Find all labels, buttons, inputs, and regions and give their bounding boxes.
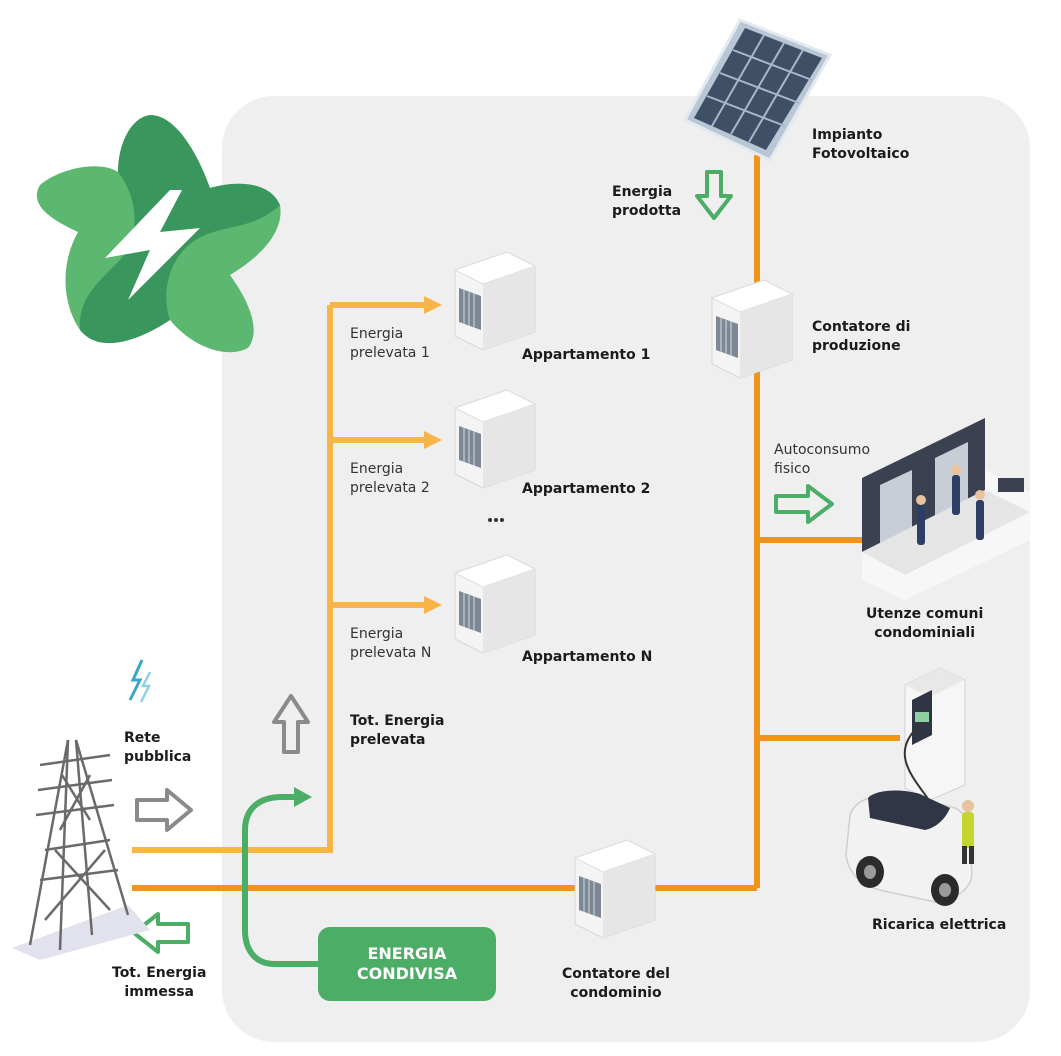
tot-immessa-arrow-icon bbox=[132, 912, 190, 954]
shared-energy-flow bbox=[242, 794, 318, 967]
rete-pubblica-arrow-icon bbox=[135, 788, 193, 832]
electric-meter-icon-appartamento-1 bbox=[454, 251, 536, 351]
shared-energy-arrow bbox=[294, 787, 312, 807]
production-arrow-icon bbox=[695, 170, 733, 220]
ricarica-elettrica-label: Ricarica elettrica bbox=[872, 917, 1007, 933]
appartamento-1-label: Appartamento 1 bbox=[522, 347, 651, 363]
ev-charger-icon bbox=[903, 667, 966, 821]
tot-energia-immessa-label: Tot. Energia immessa bbox=[112, 965, 207, 1000]
electric-meter-icon-appartamento-n bbox=[454, 554, 536, 654]
lightning-icon bbox=[128, 659, 152, 703]
arrow-to-appartamento-n bbox=[424, 596, 442, 614]
power-pylon-icon bbox=[12, 739, 150, 960]
energia-condivisa-box: ENERGIA CONDIVISA bbox=[318, 927, 496, 1001]
rete-pubblica-label: Rete pubblica bbox=[124, 730, 192, 765]
green-star-lightning-logo bbox=[36, 115, 281, 353]
energia-prelevata-2-label: Energia prelevata 2 bbox=[350, 461, 430, 496]
impianto-fotovoltaico-label: Impianto Fotovoltaico bbox=[812, 127, 910, 162]
apartment-distribution-tree bbox=[132, 302, 425, 853]
autoconsumo-fisico-label: Autoconsumo fisico bbox=[774, 442, 871, 477]
electric-meter-icon-produzione bbox=[711, 279, 793, 379]
electric-meter-icon-appartamento-2 bbox=[454, 389, 536, 489]
lobby-elevator-icon bbox=[862, 418, 1030, 600]
energia-prodotta-label: Energia prodotta bbox=[612, 184, 682, 219]
energia-prelevata-n-label: Energia prelevata N bbox=[350, 626, 432, 661]
ellipsis-dots bbox=[488, 518, 504, 522]
tot-prelevata-arrow-icon bbox=[272, 694, 310, 754]
autoconsumo-arrow-icon bbox=[774, 484, 834, 524]
energia-prelevata-1-label: Energia prelevata 1 bbox=[350, 326, 430, 361]
utenze-comuni-label: Utenze comuni condominiali bbox=[866, 606, 984, 641]
tot-energia-prelevata-label: Tot. Energia prelevata bbox=[350, 713, 445, 748]
electric-car-icon bbox=[845, 790, 974, 906]
contatore-condominio-label: Contatore del condominio bbox=[562, 966, 670, 1001]
electric-meter-icon-condominio bbox=[574, 839, 656, 939]
energia-condivisa-label: ENERGIA CONDIVISA bbox=[356, 944, 458, 983]
contatore-produzione-label: Contatore di produzione bbox=[812, 319, 911, 354]
community-panel bbox=[222, 96, 1030, 1042]
production-distribution-lines bbox=[132, 155, 900, 891]
arrow-to-appartamento-1 bbox=[424, 296, 442, 314]
appartamento-2-label: Appartamento 2 bbox=[522, 481, 651, 497]
arrow-to-appartamento-2 bbox=[424, 431, 442, 449]
appartamento-n-label: Appartamento N bbox=[522, 649, 653, 665]
solar-panel-icon bbox=[682, 18, 833, 162]
